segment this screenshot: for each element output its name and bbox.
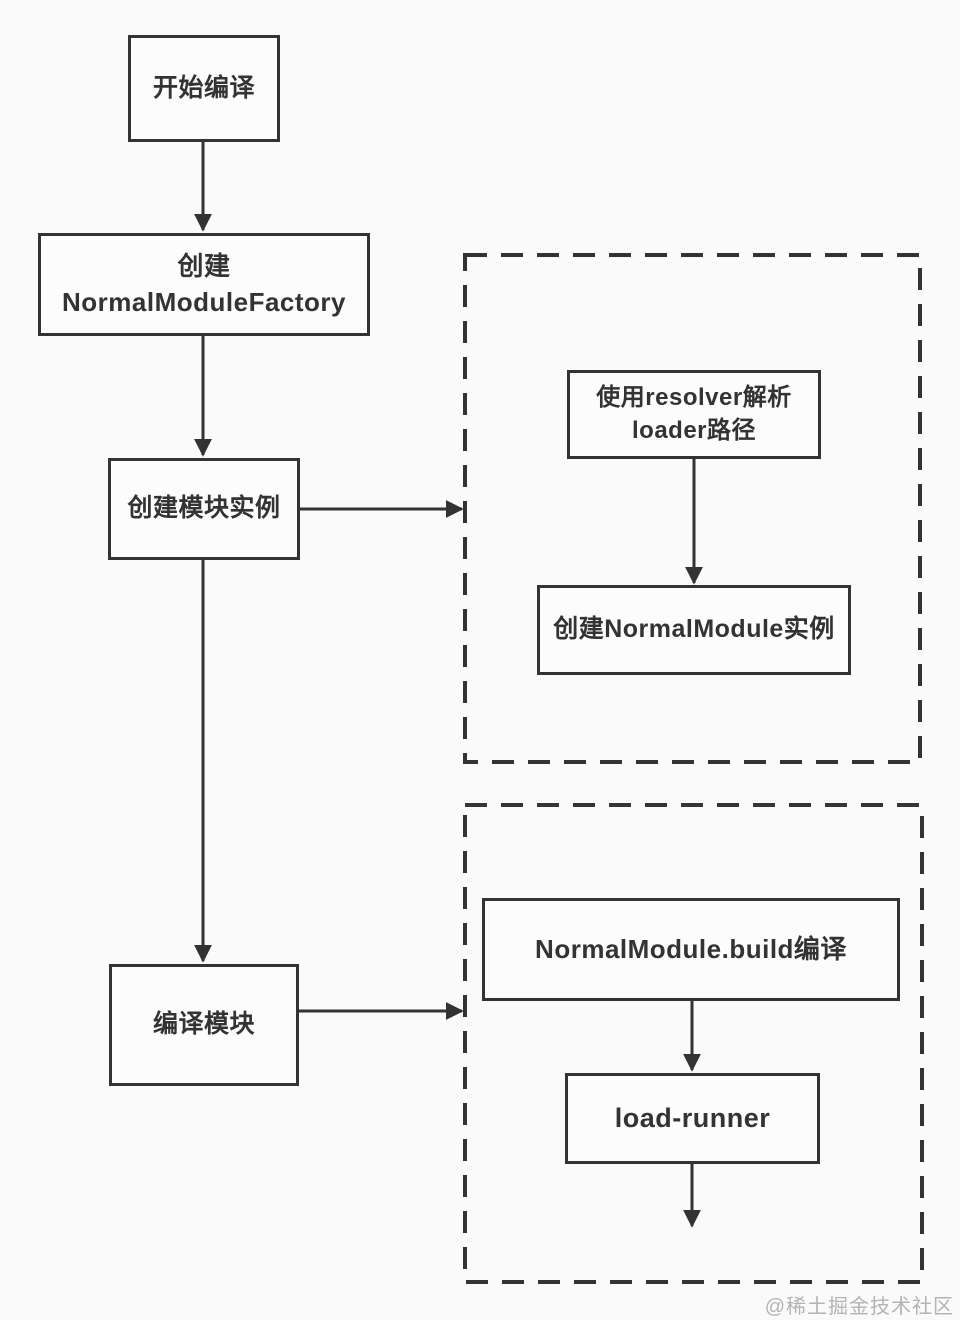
dashed-container-resolve — [463, 253, 922, 764]
watermark-juejin-community: @稀土掘金技术社区 — [764, 1296, 954, 1318]
node-create-normalmodule-instance: 创建NormalModule实例 — [537, 585, 851, 675]
node-normalmodule-build-compile: NormalModule.build编译 — [482, 898, 900, 1001]
node-create-normalmodulefactory: 创建 NormalModuleFactory — [38, 233, 370, 336]
node-create-module-instance: 创建模块实例 — [108, 458, 300, 560]
dashed-container-build — [463, 803, 924, 1284]
node-load-runner: load-runner — [565, 1073, 820, 1164]
node-compile-module: 编译模块 — [109, 964, 299, 1086]
node-start-compile: 开始编译 — [128, 35, 280, 142]
node-resolver-parse-loader-path: 使用resolver解析 loader路径 — [567, 370, 821, 459]
